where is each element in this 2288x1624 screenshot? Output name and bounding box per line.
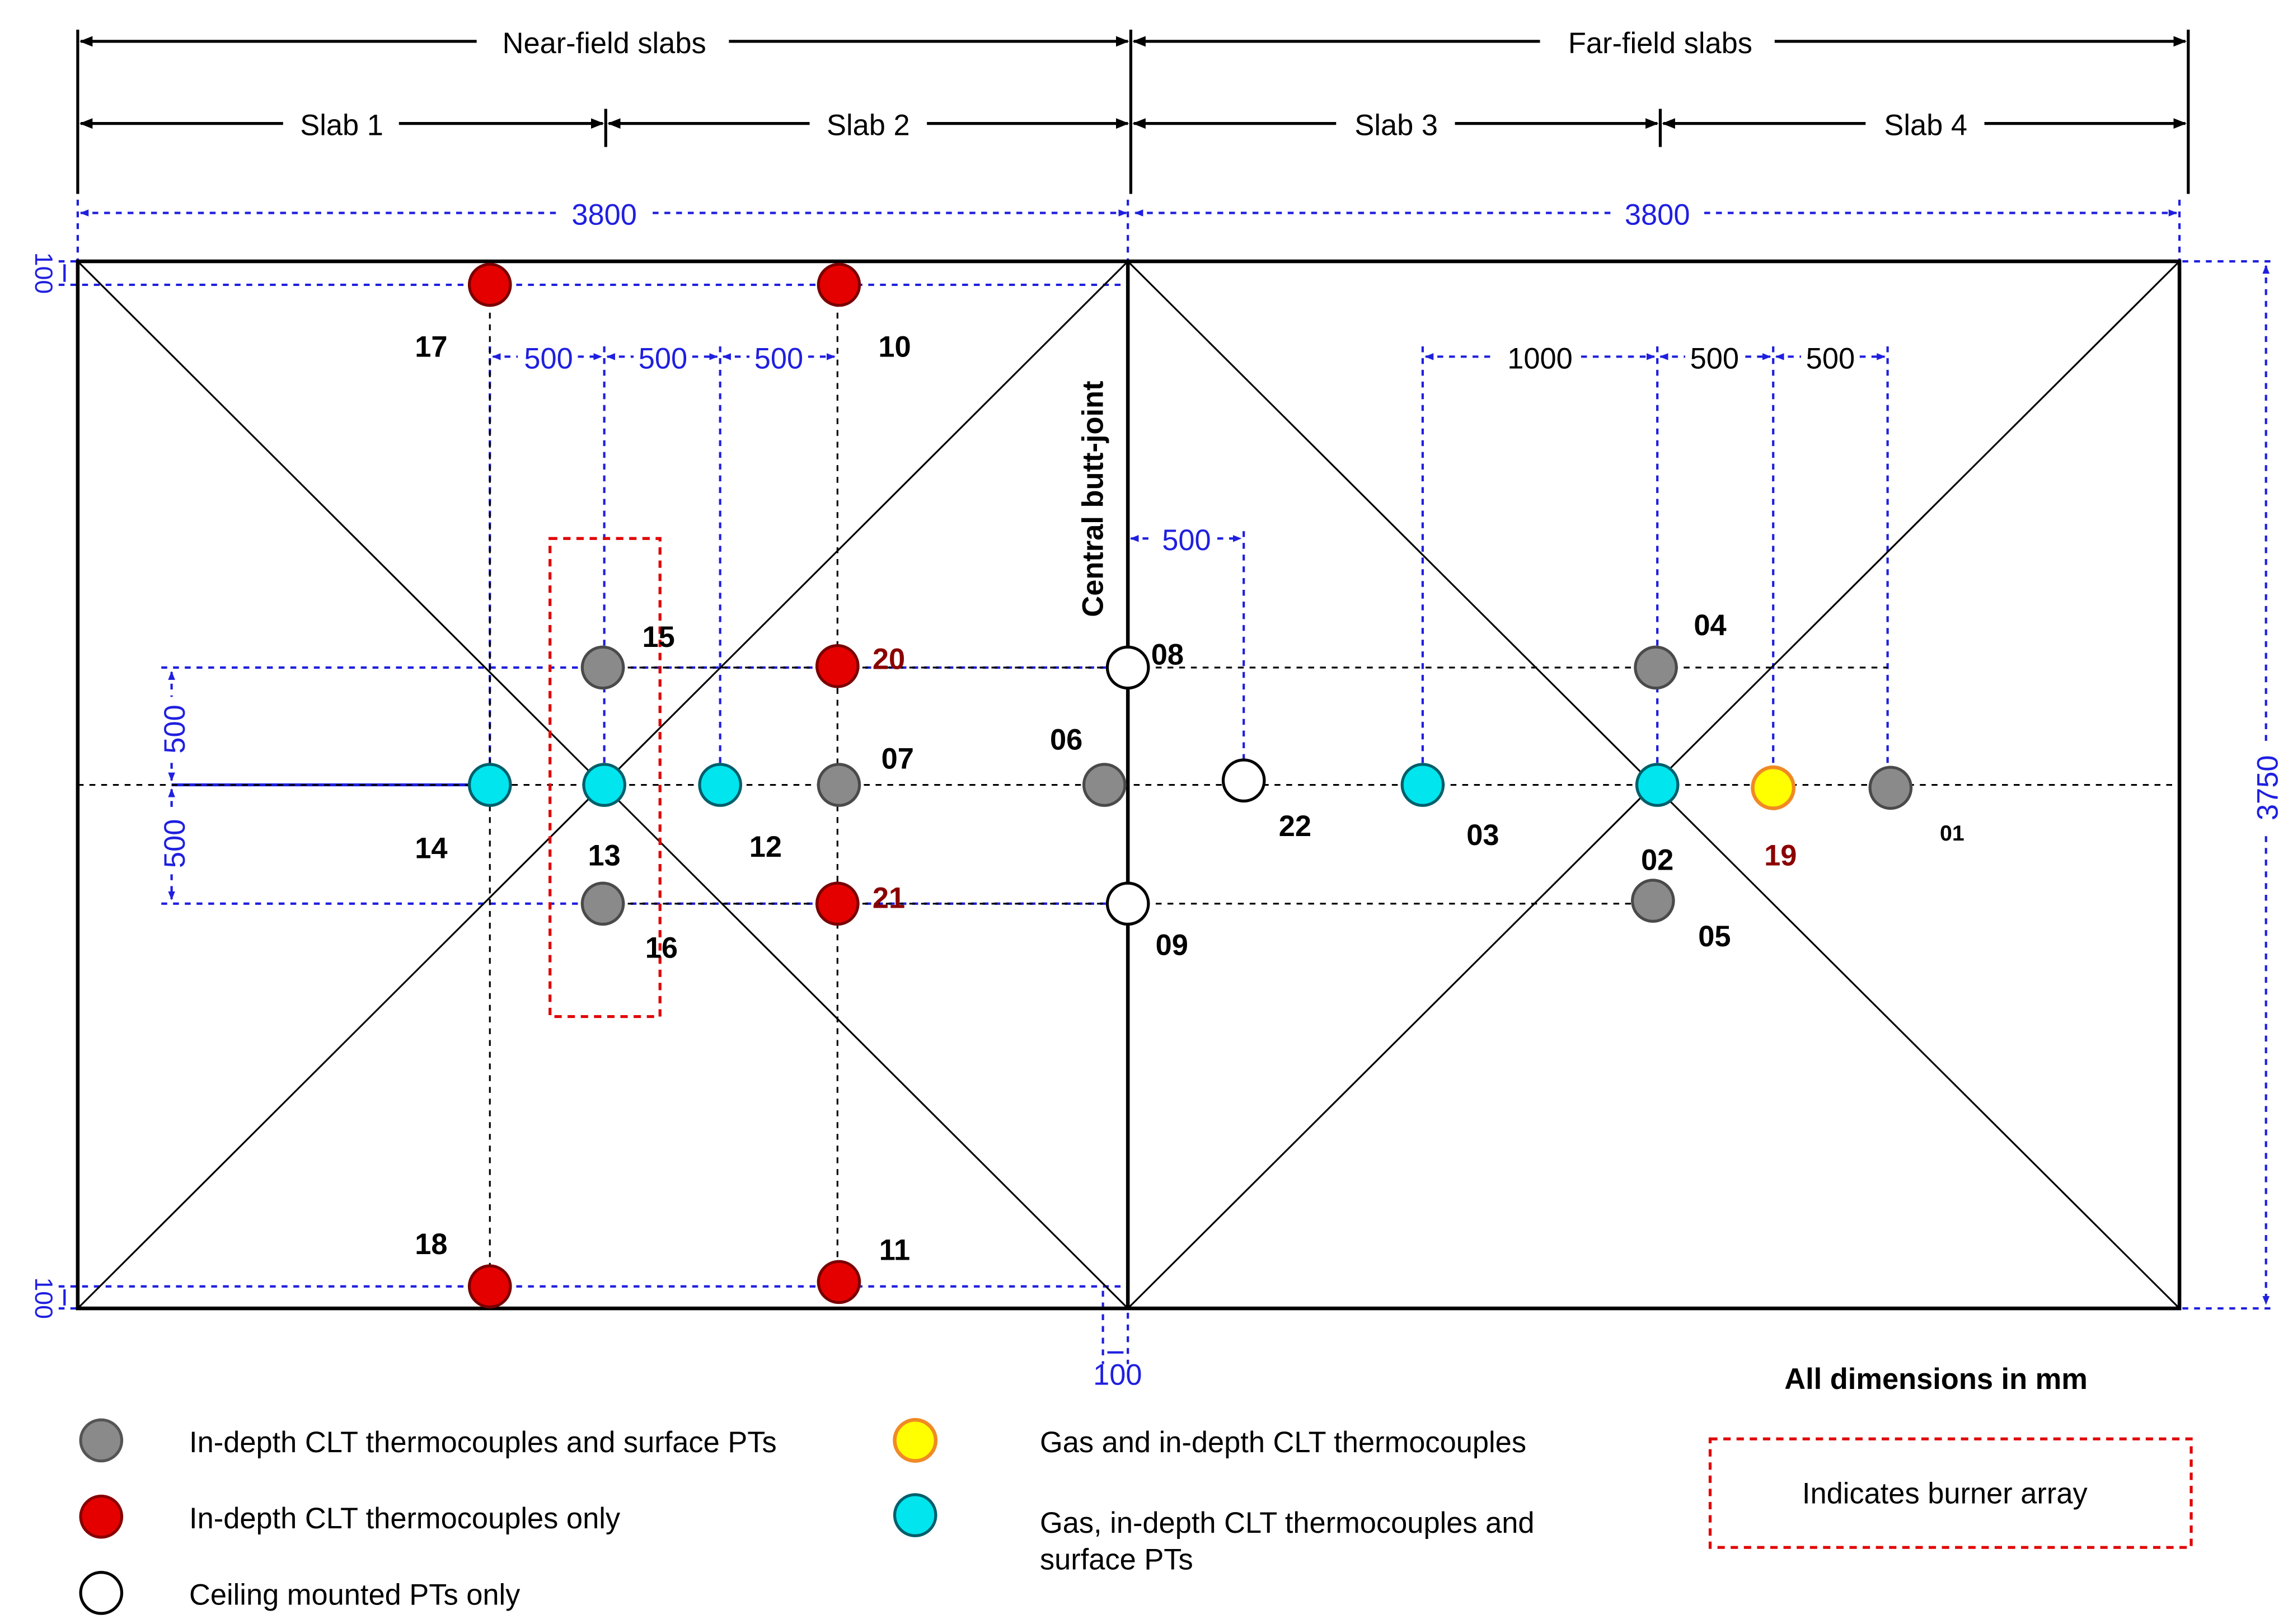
sensor-11-marker (817, 1260, 861, 1304)
height-label: 3750 (2252, 755, 2285, 820)
slab-2-label: Slab 2 (827, 110, 910, 142)
edge-bottom-label: 100 (30, 1278, 57, 1319)
top-dimension-lines (76, 29, 2190, 194)
legend-grey-marker (79, 1418, 124, 1463)
joint-gap-label: 100 (1093, 1359, 1142, 1391)
legend-red-marker (79, 1494, 124, 1539)
sensor-19-marker (1751, 765, 1796, 810)
row-right-dim-1: 1000 (1507, 342, 1573, 375)
sensor-16-label: 16 (645, 932, 678, 965)
slab-4-label: Slab 4 (1884, 110, 1967, 142)
sensor-09-marker (1105, 881, 1150, 926)
sensor-22-marker (1221, 758, 1266, 802)
row-left-dim-3: 500 (754, 342, 803, 375)
central-butt-joint-label: Central butt-joint (1077, 381, 1110, 617)
sensor-05-label: 05 (1698, 921, 1731, 953)
edge-top-label: 100 (30, 252, 57, 294)
sensor-02-marker (1635, 763, 1680, 807)
sensor-18-label: 18 (415, 1228, 447, 1261)
row-right-dim-2: 500 (1690, 342, 1739, 375)
vert-upper-label: 500 (159, 705, 191, 753)
sensor-21-label: 21 (873, 883, 905, 915)
top-dimension-labels: Near-field slabs Far-field slabs Slab 1 … (300, 27, 1967, 142)
blue-dimension-labels: 3800 3800 3750 100 100 100 500 500 500 1… (30, 199, 2285, 1391)
legend-grey-text: In-depth CLT thermocouples and surface P… (189, 1426, 777, 1459)
sensor-10-marker (817, 262, 861, 307)
sensor-04-label: 04 (1694, 609, 1726, 642)
sensor-14-marker (467, 763, 512, 807)
sensor-15-label: 15 (642, 621, 674, 654)
sensor-11-label: 11 (879, 1235, 910, 1267)
legend-cyan-marker (893, 1493, 937, 1537)
sensor-02-label: 02 (1641, 844, 1673, 877)
sensor-07-marker (817, 763, 861, 807)
slab-1-label: Slab 1 (300, 110, 383, 142)
legend-yellow-text: Gas and in-depth CLT thermocouples (1040, 1426, 1526, 1459)
sensor-08-label: 08 (1151, 639, 1184, 672)
vert-lower-label: 500 (159, 819, 191, 868)
sensor-17-marker (467, 262, 512, 307)
legend-red-text: In-depth CLT thermocouples only (189, 1503, 621, 1535)
sensor-16-marker (580, 881, 625, 926)
sensor-03-label: 03 (1466, 819, 1499, 852)
legend-cyan-text-2: surface PTs (1040, 1543, 1193, 1576)
legend-yellow-marker (893, 1418, 938, 1463)
sensor-01-marker (1868, 766, 1913, 810)
burner-legend-box (1708, 1437, 2193, 1549)
sensor-15-marker (580, 645, 625, 690)
sensor-14-label: 14 (415, 833, 447, 865)
sensor-08-marker (1105, 645, 1150, 690)
joint-offset-label: 500 (1162, 524, 1211, 557)
row-left-dim-1: 500 (524, 342, 573, 375)
sensor-markers: 17 10 18 11 20 21 15 16 07 06 04 05 01 14 13 12 03 02 19 08… (415, 262, 1965, 1309)
sensor-12-marker (698, 763, 742, 807)
sensor-12-label: 12 (749, 831, 782, 863)
sensor-13-marker (582, 763, 626, 807)
left-span-label: 3800 (571, 199, 637, 231)
legend-white-text: Ceiling mounted PTs only (189, 1579, 521, 1611)
sensor-19-label: 19 (1764, 840, 1797, 872)
legend-white-marker (79, 1571, 124, 1615)
sensor-20-label: 20 (873, 644, 905, 676)
row-right-dim-3: 500 (1806, 342, 1855, 375)
slab-3-label: Slab 3 (1354, 110, 1438, 142)
units-note: All dimensions in mm (1784, 1363, 2088, 1396)
sensor-13-label: 13 (588, 840, 621, 872)
sensor-06-label: 06 (1050, 724, 1082, 757)
sensor-18-marker (467, 1264, 512, 1309)
sensor-17-label: 17 (415, 331, 447, 363)
far-field-label: Far-field slabs (1568, 27, 1752, 60)
sensor-05-marker (1631, 879, 1675, 923)
sensor-20-marker (815, 644, 860, 688)
burner-array (548, 537, 662, 1018)
legend: In-depth CLT thermocouples and surface P… (79, 1363, 2193, 1615)
sensor-07-label: 07 (882, 743, 914, 776)
sensor-03-marker (1400, 763, 1445, 807)
legend-cyan-text-1: Gas, in-depth CLT thermocouples and (1040, 1507, 1535, 1539)
sensor-21-marker (815, 881, 860, 926)
sensor-09-label: 09 (1156, 930, 1188, 962)
sensor-06-marker (1082, 763, 1127, 807)
sensor-04-marker (1634, 645, 1678, 690)
sensor-01-label: 01 (1940, 821, 1965, 846)
sensor-10-label: 10 (878, 331, 911, 363)
burner-legend-text: Indicates burner array (1802, 1478, 2088, 1510)
row-left-dim-2: 500 (639, 342, 687, 375)
sensor-22-label: 22 (1279, 810, 1311, 843)
blue-dimension-lines (58, 199, 2277, 1364)
right-span-label: 3800 (1625, 199, 1690, 231)
near-field-label: Near-field slabs (503, 27, 706, 60)
